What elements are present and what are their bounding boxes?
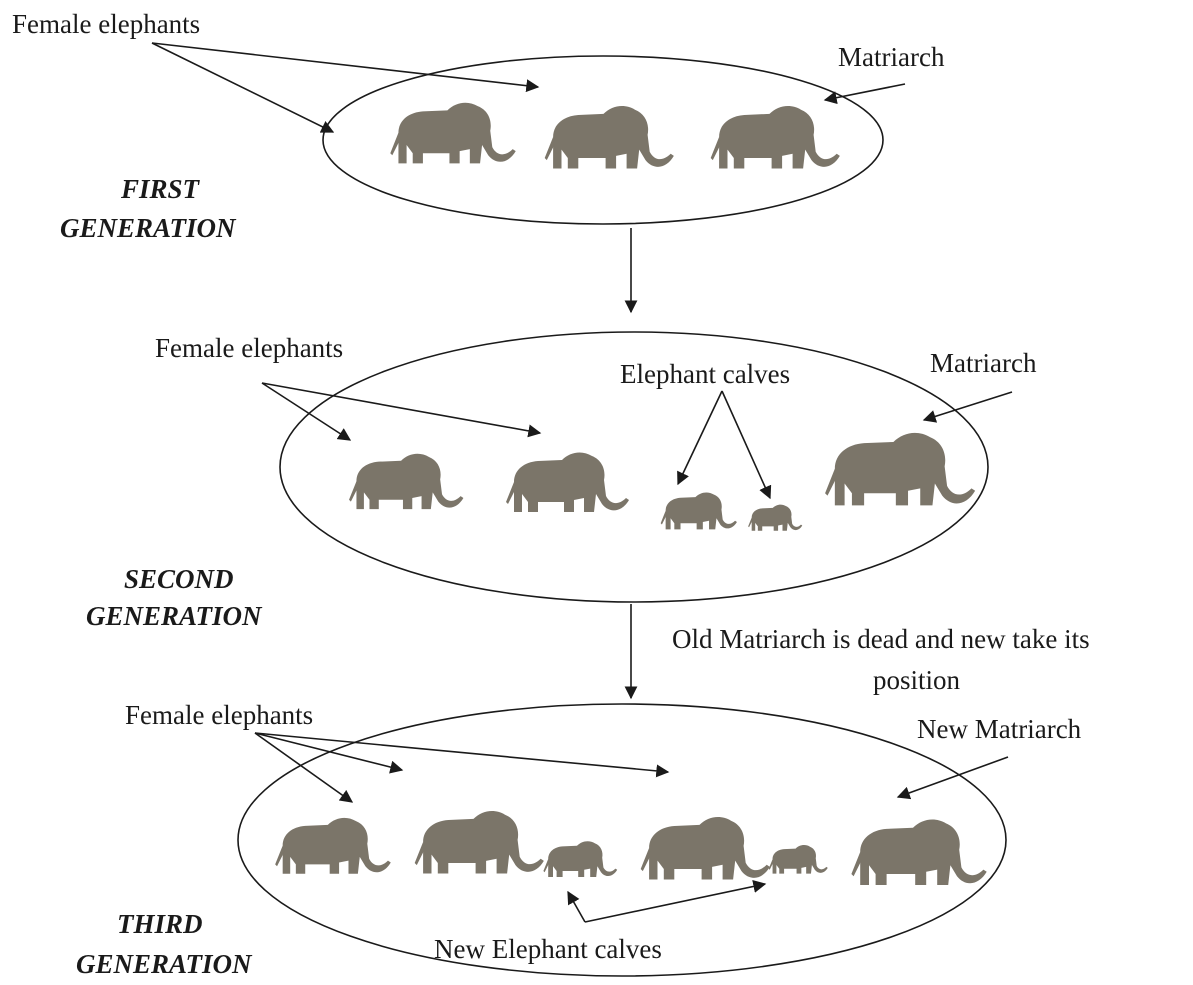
female-elephants-label-3: Female elephants [125,700,313,730]
elephant-icon [390,103,515,164]
arrow-new-calf-1 [568,892,585,922]
third-generation-title-line2: GENERATION [76,949,253,979]
new-matriarch-label: New Matriarch [917,714,1082,744]
arrow-matriarch-1 [825,84,905,100]
arrow-new-matriarch [898,757,1008,797]
elephant-icon [506,453,629,512]
elephant-icon [415,811,544,873]
female-elephants-label-2: Female elephants [155,333,343,363]
second-generation-title-line2: GENERATION [86,601,263,631]
transition-note-line1: Old Matriarch is dead and new take its [672,624,1090,654]
third-generation-title-line1: THIRD [117,909,203,939]
new-matriarch-elephant-icon [851,820,986,885]
elephant-icon [641,817,770,879]
first-generation-title-line1: FIRST [120,174,201,204]
arrow-female-7 [255,733,668,772]
calf-elephant-icon [543,841,617,877]
elephant-icon [275,818,391,874]
first-generation-title-line2: GENERATION [60,213,237,243]
arrow-new-calf-2 [585,884,765,922]
matriarch-label-1: Matriarch [838,42,945,72]
new-elephant-calves-label: New Elephant calves [434,934,662,964]
arrow-female-6 [255,733,402,770]
elephant-calves-label: Elephant calves [620,359,790,389]
elephant-icon [349,454,463,509]
matriarch-elephant-icon [825,433,975,506]
transition-note-line2: position [873,665,961,695]
calf-elephant-icon [661,493,737,530]
arrow-female-5 [255,733,352,802]
second-generation-title-line1: SECOND [124,564,234,594]
arrow-matriarch-2 [924,392,1012,420]
arrow-calf-2 [722,391,770,498]
matriarch-elephant-icon [711,106,840,168]
arrow-female-4 [262,383,540,433]
elephant-icon [545,106,674,168]
calf-elephant-icon [769,845,828,874]
female-elephants-label-1: Female elephants [12,9,200,39]
matriarch-label-2: Matriarch [930,348,1037,378]
arrow-calf-1 [678,391,722,484]
arrow-female-1 [152,43,333,132]
calf-elephant-icon [748,505,802,531]
